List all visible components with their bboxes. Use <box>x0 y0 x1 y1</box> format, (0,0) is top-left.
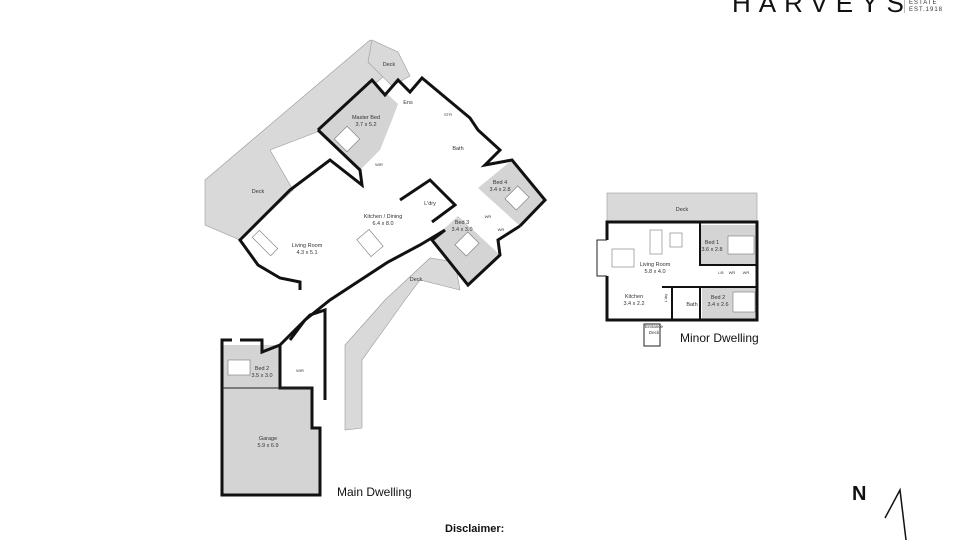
label-bed2: Bed 2 <box>255 366 269 372</box>
minor-label-bed2: Bed 2 <box>711 295 725 301</box>
label-bath: Bath <box>452 146 463 152</box>
label-master-bed: Master Bed <box>352 115 380 121</box>
label-wir-2: WIR <box>296 368 304 373</box>
label-master-bed-size: 3.7 x 5.2 <box>355 122 376 128</box>
label-wr-2: WR <box>498 227 505 232</box>
label-kitchen-dining-size: 6.4 x 8.0 <box>372 221 393 227</box>
minor-dining-table <box>611 248 635 268</box>
bed3-furniture <box>454 231 480 257</box>
master-bed-furniture <box>333 125 361 153</box>
minor-outer-wall <box>605 220 759 322</box>
sofa <box>251 229 279 257</box>
wall-main-west <box>238 128 364 290</box>
minor-sofa <box>649 229 663 255</box>
minor-label-bath: Bath <box>686 302 697 308</box>
minor-label-living-size: 5.8 x 4.0 <box>644 269 665 275</box>
north-compass: N <box>852 483 907 540</box>
kitchen-table <box>356 229 384 257</box>
garage-floor <box>222 388 320 495</box>
label-bed3: Bed 3 <box>455 220 469 226</box>
bed2-floor <box>222 345 280 388</box>
label-laundry: L'dry <box>424 201 436 207</box>
minor-label-kitchen-size: 3.4 x 2.2 <box>623 301 644 307</box>
label-living-room: Living Room <box>292 243 323 249</box>
main-dwelling-title: Main Dwelling <box>337 485 412 499</box>
label-bed4-size: 3.4 x 2.8 <box>489 187 510 193</box>
minor-label-lb: L/B <box>718 271 724 275</box>
disclaimer-heading: Disclaimer: <box>445 523 505 535</box>
minor-dwelling-title: Minor Dwelling <box>680 331 759 345</box>
bed2-furniture <box>227 359 251 376</box>
label-deck-north: Deck <box>383 62 396 68</box>
bed4-furniture <box>504 185 530 211</box>
minor-label-entrance-deck: Deck <box>649 330 660 335</box>
entrance-deck-steps <box>643 323 661 347</box>
minor-bed1-furniture <box>727 235 755 255</box>
minor-label-living: Living Room <box>640 262 671 268</box>
wall-wing-top <box>240 307 327 400</box>
label-deck-south: Deck <box>410 277 423 283</box>
minor-label-laundry: L'dry <box>663 294 668 303</box>
minor-label-wr-1: WR <box>729 270 736 275</box>
label-ens: Ens <box>403 100 413 106</box>
label-living-room-size: 4.3 x 5.1 <box>296 250 317 256</box>
label-bed3-size: 3.4 x 3.0 <box>451 227 472 233</box>
minor-coffee-table <box>669 232 683 248</box>
label-kitchen-dining: Kitchen / Dining <box>364 214 403 220</box>
minor-label-kitchen: Kitchen <box>625 294 643 300</box>
minor-label-entrance: Entrance <box>645 324 664 329</box>
wall-minor-interior <box>399 178 458 224</box>
compass-north-label: N <box>852 483 866 505</box>
brand-logo: HARVEYS <box>732 0 912 18</box>
label-garage-size: 5.9 x 6.9 <box>257 443 278 449</box>
deck-south <box>344 257 461 431</box>
wall-main-south <box>288 224 521 341</box>
label-str: STR <box>444 112 452 117</box>
minor-label-wr-2: WR <box>743 270 750 275</box>
minor-dwelling-plan: Deck Bed 1 3.6 x 2.8 Living Room 5.8 x 4… <box>596 192 759 347</box>
compass-arrow-icon <box>884 487 907 540</box>
wall-main-north <box>316 75 548 228</box>
label-garage: Garage <box>259 436 277 442</box>
minor-label-bed1: Bed 1 <box>705 240 719 246</box>
minor-bay-window <box>596 239 607 277</box>
tagline-est: EST.1918 <box>909 6 944 13</box>
label-deck-west: Deck <box>252 189 265 195</box>
minor-label-bed2-size: 3.4 x 2.6 <box>707 302 728 308</box>
label-bed4: Bed 4 <box>493 180 507 186</box>
label-bed2-size: 3.5 x 3.0 <box>251 373 272 379</box>
minor-label-bed1-size: 3.6 x 2.8 <box>701 247 722 253</box>
minor-interior-walls <box>699 222 757 266</box>
label-wr-1: WR <box>485 214 492 219</box>
tagline-estate: ESTATE <box>909 0 938 6</box>
main-dwelling-plan: Deck Ens Master Bed 3.7 x 5.2 STR WIR Ba… <box>204 39 548 499</box>
minor-deck <box>606 192 758 223</box>
minor-bed2-furniture <box>732 291 756 313</box>
minor-label-deck: Deck <box>676 207 689 213</box>
label-wir: WIR <box>375 162 383 167</box>
